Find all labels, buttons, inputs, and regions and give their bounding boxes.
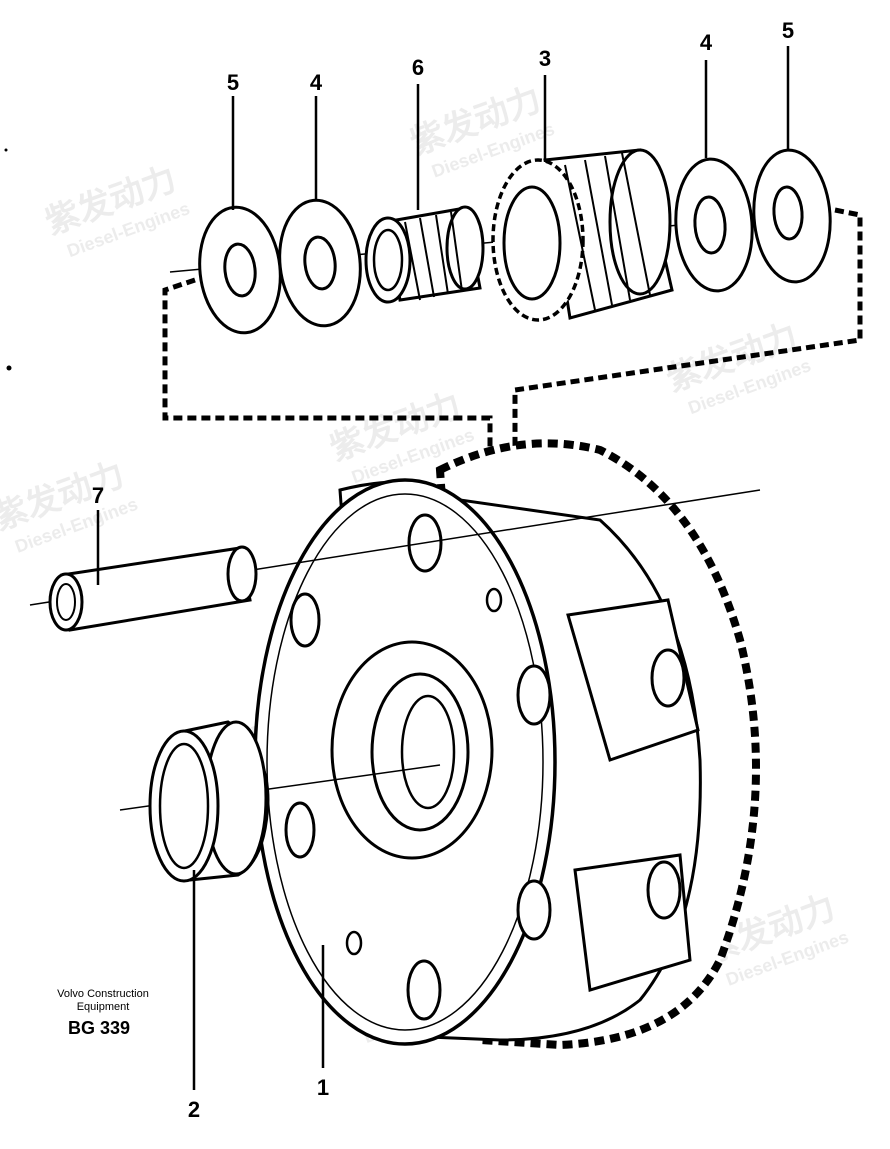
callout-2: 2	[188, 1097, 200, 1122]
washer-4-left	[274, 196, 367, 330]
needle-bearing-6	[366, 207, 483, 302]
callout-5-left: 5	[227, 70, 239, 95]
callout-1: 1	[317, 1075, 329, 1100]
scan-dot	[7, 366, 12, 371]
callout-5-right: 5	[782, 18, 794, 43]
planet-gear-3	[493, 150, 672, 320]
callout-7: 7	[92, 483, 104, 508]
thrust-washer-5-left	[194, 203, 287, 337]
thrust-washer-5-right	[749, 148, 834, 285]
caption-line-1: Volvo Construction	[38, 988, 168, 1001]
drawing-code: BG 339	[68, 1018, 130, 1039]
callout-6: 6	[412, 55, 424, 80]
planet-shaft-7	[50, 547, 256, 630]
bushing-2	[150, 722, 268, 881]
drawing-caption: Volvo Construction Equipment BG 339	[38, 988, 168, 1014]
callout-4-right: 4	[700, 30, 713, 55]
callout-4-left: 4	[310, 70, 323, 95]
callout-3: 3	[539, 46, 551, 71]
caption-line-2: Equipment	[38, 1001, 168, 1014]
washer-4-right	[671, 157, 756, 294]
planet-carrier-1	[30, 443, 760, 1045]
scan-dot	[5, 149, 8, 152]
